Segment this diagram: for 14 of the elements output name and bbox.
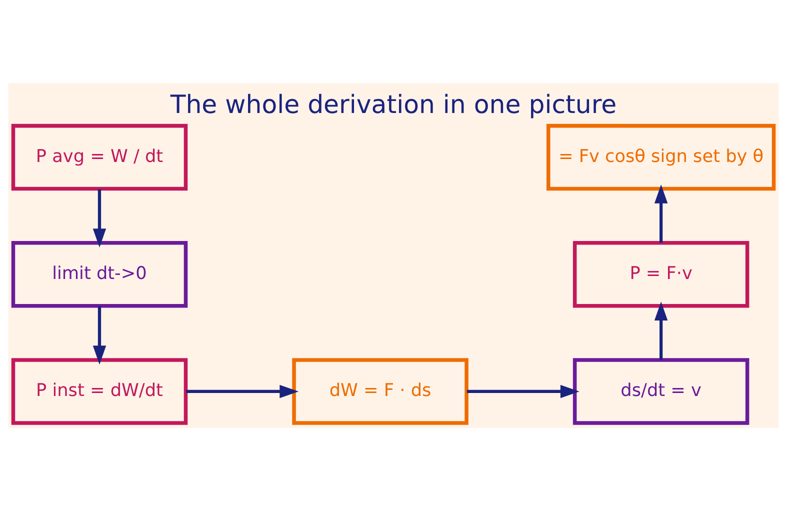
node-box: limit dt->0 (11, 241, 188, 308)
node-box: P = F·v (572, 241, 750, 308)
arrow (92, 189, 106, 248)
arrow (466, 384, 580, 398)
node-box: P inst = dW/dt (11, 358, 188, 425)
node-box: = Fv cosθ sign set by θ (546, 124, 776, 191)
arrow (654, 302, 668, 360)
diagram-title: The whole derivation in one picture (170, 90, 617, 120)
node-box: P avg = W / dt (11, 124, 188, 191)
arrow (654, 184, 668, 243)
node-box: dW = F · ds (292, 358, 468, 425)
arrow (92, 306, 106, 365)
node-box: ds/dt = v (572, 358, 750, 425)
arrow (186, 384, 299, 398)
